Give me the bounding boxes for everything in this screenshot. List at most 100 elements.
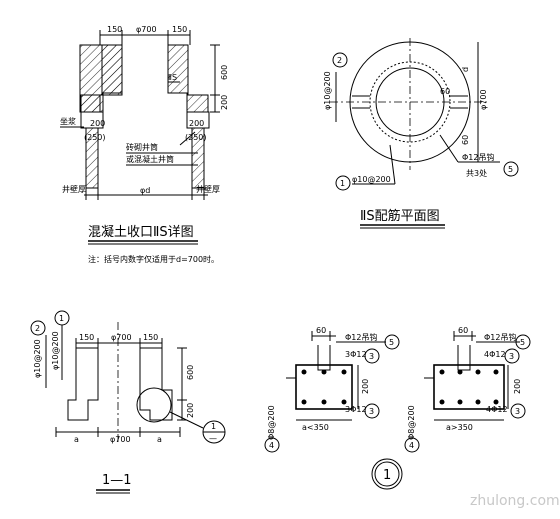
- beam-b-bars: [439, 369, 499, 405]
- plan-circle-1: [335, 175, 351, 191]
- plan-circle-2-label: 2: [337, 56, 342, 65]
- collar-dim-700: φ700: [136, 25, 157, 34]
- plan-circle-5-label: 5: [508, 165, 513, 174]
- collar-dim-150-left: 150: [107, 25, 122, 34]
- collar-section-label: ⅡS: [168, 73, 177, 82]
- beam-a-dim-60: 60: [316, 326, 326, 335]
- beam-a-stirrup: Φ8@200: [267, 405, 276, 440]
- collar-dim-150-right: 150: [172, 25, 187, 34]
- beam-b-stirrup: Φ8@200: [407, 405, 416, 440]
- beam-b-circle-5-label: 5: [520, 338, 525, 347]
- label-wall-1: 砖砌井筒: [126, 142, 158, 152]
- collar-detail-title: 混凝土收口ⅡS详图: [88, 224, 194, 240]
- beam-b-circle-3b: [510, 403, 526, 419]
- section-dim-700: φ700: [110, 435, 131, 444]
- step-dim-left-250: (250): [84, 133, 106, 142]
- collar-plan: φ10@200 2 φ700 d 60 60 Φ12吊钩 共3处 5 1 φ10…: [323, 38, 519, 229]
- label-mortar: 坐浆: [60, 116, 76, 126]
- collar-detail: 150 φ700 150 600 200 ⅡS 200 (250) 200 (2…: [60, 25, 229, 264]
- section-circle-2: [30, 320, 46, 336]
- plan-radial-bars: [352, 95, 468, 109]
- beam-a-hook: Φ12吊钩: [345, 332, 377, 342]
- detail-number-circle: [371, 458, 403, 490]
- beam-detail-b: 60 Φ12吊钩 5 4Φ12 3 200 4Φ12 3 Φ8@200 4: [404, 326, 531, 453]
- step-right: [186, 111, 210, 129]
- beam-a-cond: a<350: [302, 423, 329, 432]
- beam-a-circle-3b: [364, 403, 380, 419]
- detail-number: 1: [383, 468, 391, 483]
- beam-a-rebar-bot: 3Φ12: [345, 405, 367, 414]
- beam-a-circle-3a-label: 3: [369, 352, 374, 361]
- section-ref-num: 1: [211, 422, 216, 431]
- label-diameter-d: φd: [140, 186, 150, 195]
- label-wall-thk-left: 井壁厚: [62, 184, 86, 194]
- section-dim-a-right: a: [157, 435, 162, 444]
- beam-b-section: [433, 364, 505, 410]
- plan-rebar-ring-label: φ10@200: [352, 175, 391, 184]
- section-rebar-2: φ10@200: [33, 339, 42, 378]
- collar-dim-600: 600: [220, 65, 229, 80]
- section-detail-callout: [136, 387, 172, 423]
- beam-a-circle-5-label: 5: [389, 338, 394, 347]
- section-dim-150-right: 150: [143, 333, 158, 342]
- beam-b-rebar-top: 4Φ12: [484, 350, 506, 359]
- plan-circle-5: [503, 161, 519, 177]
- section-dim-700-top: φ700: [111, 333, 132, 342]
- section-right-wall: [139, 347, 173, 421]
- beam-b-circle-4-label: 4: [409, 441, 414, 450]
- plan-dim-d: d: [461, 67, 470, 72]
- plan-title: ⅡS配筋平面图: [360, 208, 440, 224]
- beam-a-rebar-top: 3Φ12: [345, 350, 367, 359]
- beam-a-bars: [301, 369, 347, 405]
- section-circle-1-label: 1: [59, 314, 64, 323]
- section-ref-sheet: —: [209, 434, 217, 443]
- section-rebar-1: φ10@200: [51, 331, 60, 370]
- section-left-wall: [67, 347, 99, 421]
- beam-a-circle-4-label: 4: [269, 441, 274, 450]
- collar-note: 注：括号内数字仅适用于d=700时。: [88, 254, 219, 264]
- detail-number-inner-ring: [374, 461, 400, 487]
- section-circle-2-label: 2: [35, 324, 40, 333]
- beam-a-circle-3a: [364, 348, 380, 364]
- beam-b-circle-3a: [504, 348, 520, 364]
- beam-b-circle-3b-label: 3: [515, 407, 520, 416]
- beam-b-hook: Φ12吊钩: [484, 332, 516, 342]
- step-dim-right-250: (250): [185, 133, 207, 142]
- beam-a-circle-4: [264, 437, 280, 453]
- section-title: 1—1: [102, 473, 132, 488]
- beam-b-circle-4: [404, 437, 420, 453]
- step-dim-left-200: 200: [90, 119, 105, 128]
- plan-hook-label: Φ12吊钩: [462, 152, 494, 162]
- beam-b-dim-200: 200: [513, 379, 522, 394]
- beam-detail-a: 60 Φ12吊钩 5 3Φ12 3 200 3Φ12 3 Φ8@200 4 a<…: [264, 326, 400, 453]
- beam-b-hook-shape: [457, 345, 471, 371]
- section-1-1: 150 φ700 150 1 — 600 200 2 1 φ10@200 φ10…: [30, 310, 226, 494]
- collar-dim-200: 200: [220, 95, 229, 110]
- beam-b-rebar-bot: 4Φ12: [486, 405, 508, 414]
- plan-hook-count: 共3处: [466, 168, 487, 178]
- plan-dim-60b: 60: [461, 135, 470, 145]
- plan-rebar-radial-label: φ10@200: [323, 71, 332, 110]
- plan-circle-1-label: 1: [340, 179, 345, 188]
- section-dim-150-left: 150: [79, 333, 94, 342]
- label-wall-thk-right: 井壁厚: [196, 184, 220, 194]
- watermark: zhulong.com: [470, 493, 560, 509]
- beam-a-hook-shape: [317, 345, 331, 371]
- beam-b-cond: a>350: [446, 423, 473, 432]
- label-wall-2: 或混凝土井筒: [126, 154, 174, 164]
- beam-b-circle-5: [515, 334, 531, 350]
- beam-a-circle-3b-label: 3: [369, 407, 374, 416]
- step-dim-right-200: 200: [189, 119, 204, 128]
- plan-dim-60a: 60: [440, 87, 450, 96]
- beam-b-dim-60: 60: [458, 326, 468, 335]
- beam-b-circle-3a-label: 3: [509, 352, 514, 361]
- plan-circle-2: [332, 52, 348, 68]
- beam-a-dim-200: 200: [361, 379, 370, 394]
- step-left: [80, 111, 104, 129]
- section-dim-200: 200: [186, 403, 195, 418]
- beam-a-circle-5: [384, 334, 400, 350]
- section-dim-600: 600: [186, 365, 195, 380]
- section-dim-a-left: a: [74, 435, 79, 444]
- beam-a-section: [295, 364, 353, 410]
